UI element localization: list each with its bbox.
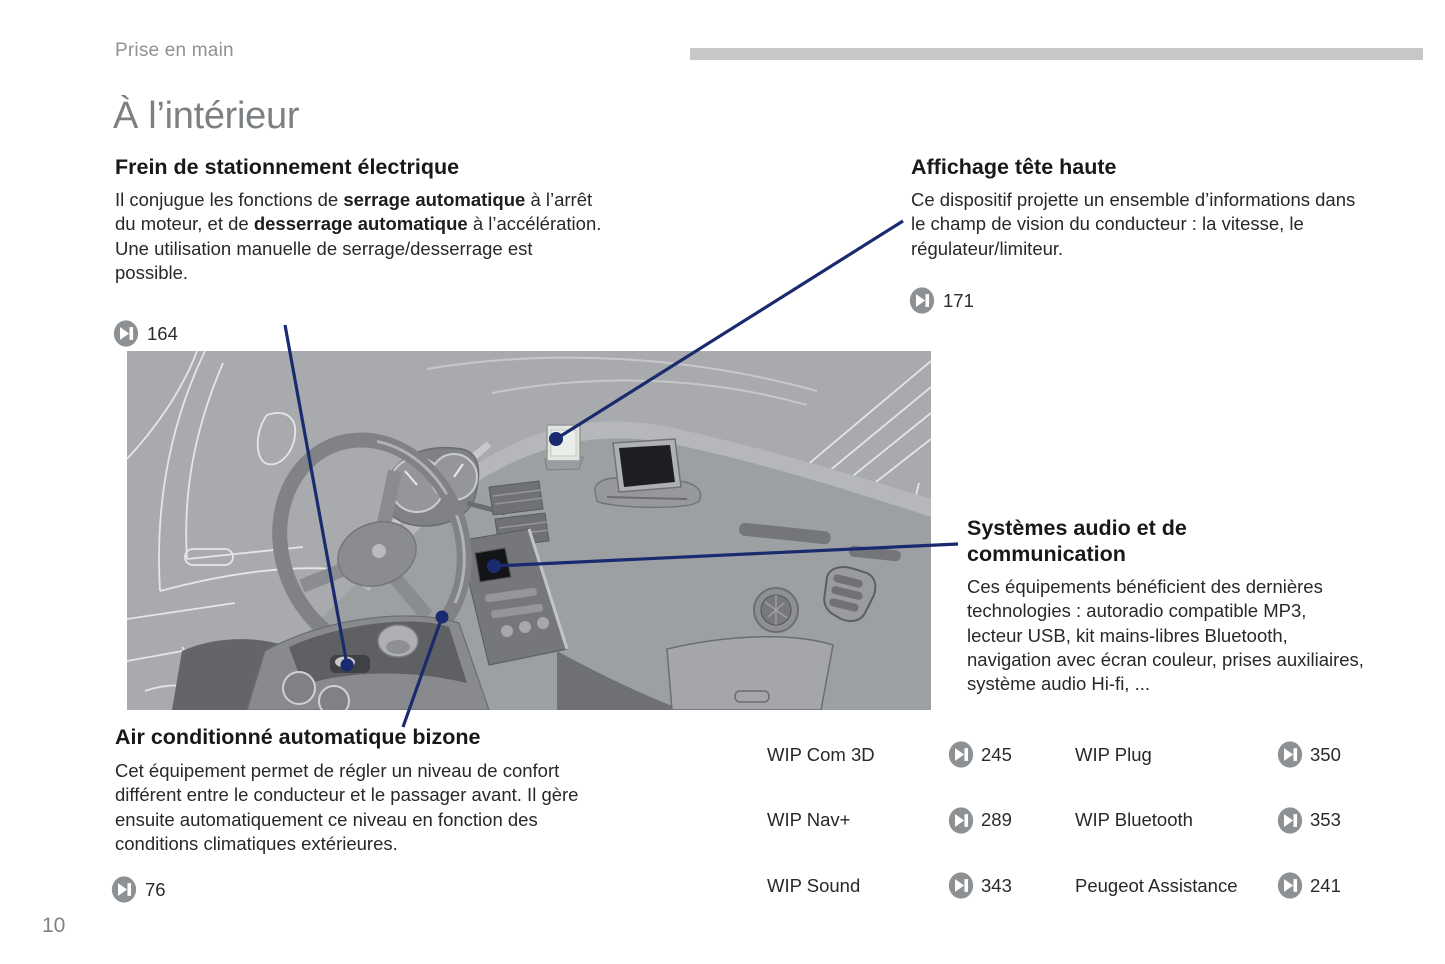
page-ref-number: 76: [145, 878, 166, 900]
section-heading-head-up: Affichage tête haute: [911, 155, 1117, 179]
body-run: Il conjugue les fonctions de: [115, 189, 344, 210]
equipment-label: WIP Com 3D: [767, 743, 875, 765]
dashboard-top-highlight: [357, 421, 931, 591]
equipment-label: WIP Plug: [1075, 743, 1152, 765]
page-ref-number: 164: [147, 322, 178, 344]
page-ref-number: 353: [1310, 809, 1341, 830]
page-title: À l’intérieur: [113, 95, 300, 137]
table-row[interactable]: WIP Plug 350: [1075, 741, 1341, 768]
glovebox: [666, 635, 834, 710]
skip-next-icon: [113, 320, 139, 347]
section-body-audio: Ces équipements bénéficient des dernière…: [967, 576, 1364, 695]
section-heading-audio: Systèmes audio et de communication: [967, 516, 1187, 566]
door-handle-vent: [823, 566, 877, 622]
parking-brake-switch: [330, 655, 370, 673]
navigation-screen: [594, 438, 702, 509]
page-ref-number: 245: [981, 743, 1012, 765]
page-ref-number: 350: [1310, 743, 1341, 765]
page-ref-number: 171: [943, 289, 974, 311]
page-ref-head-up[interactable]: 171: [909, 287, 974, 314]
body-run: à l’arrêt du moteur, et de: [115, 189, 593, 235]
cupholder: [282, 671, 316, 705]
skip-next-icon: [909, 287, 935, 314]
climate-controls: [485, 587, 549, 637]
breadcrumb: Prise en main: [115, 40, 234, 61]
skip-next-icon: [948, 741, 974, 768]
section-heading-parking-brake: Frein de stationnement électrique: [115, 155, 460, 179]
skip-next-icon: [1277, 806, 1303, 834]
body-paragraph: Une utilisation manuelle de serrage/dess…: [115, 237, 533, 283]
page-ref-number: 241: [1310, 874, 1341, 896]
page-number: 10: [42, 914, 66, 937]
body-bold-desserrage: desserrage automatique: [253, 213, 468, 235]
skip-next-icon: [111, 876, 137, 903]
skip-next-icon: [948, 872, 974, 899]
reference-table-col1: WIP Com 3D 245 WIP Nav+ 289 WIP Sound 34…: [767, 741, 1012, 899]
air-vent-round: [753, 587, 799, 633]
section-body-parking-brake: Il conjugue les fonctions de serrage aut…: [115, 188, 610, 285]
cupholder: [318, 685, 350, 710]
table-row[interactable]: WIP Nav+ 289: [767, 806, 1012, 834]
equipment-label: WIP Bluetooth: [1075, 809, 1193, 830]
section-heading-climate: Air conditionné automatique bizone: [115, 725, 481, 749]
interior-illustration: [127, 351, 931, 710]
equipment-label: WIP Sound: [767, 874, 861, 896]
body-bold-serrage: serrage automatique: [343, 189, 526, 210]
under-dash-shadow: [557, 651, 683, 710]
table-row[interactable]: WIP Sound 343: [767, 872, 1012, 899]
skip-next-icon: [1277, 741, 1303, 768]
peugeot-emblem: [372, 544, 386, 558]
page-ref-number: 343: [981, 874, 1012, 896]
equipment-label: Peugeot Assistance: [1075, 874, 1238, 896]
body-run: à l’accélération.: [467, 213, 602, 235]
table-row[interactable]: WIP Bluetooth 353: [1075, 806, 1341, 834]
page-ref-climate[interactable]: 76: [111, 876, 166, 903]
section-body-climate: Cet équipement permet de régler un nivea…: [115, 760, 579, 854]
section-body-head-up: Ce dispositif projette un ensemble d’inf…: [911, 189, 1356, 259]
audio-screen: [474, 547, 512, 583]
page-ref-number: 289: [981, 809, 1012, 830]
skip-next-icon: [948, 806, 974, 834]
header-rule-bar: [690, 48, 1423, 60]
skip-next-icon: [1277, 872, 1303, 899]
equipment-label: WIP Nav+: [767, 809, 851, 830]
table-row[interactable]: Peugeot Assistance 241: [1075, 872, 1341, 899]
head-up-display: [544, 424, 584, 471]
page-ref-parking-brake[interactable]: 164: [113, 320, 178, 347]
reference-table-col2: WIP Plug 350 WIP Bluetooth 353 Peugeot A…: [1075, 741, 1341, 899]
table-row[interactable]: WIP Com 3D 245: [767, 741, 1012, 768]
